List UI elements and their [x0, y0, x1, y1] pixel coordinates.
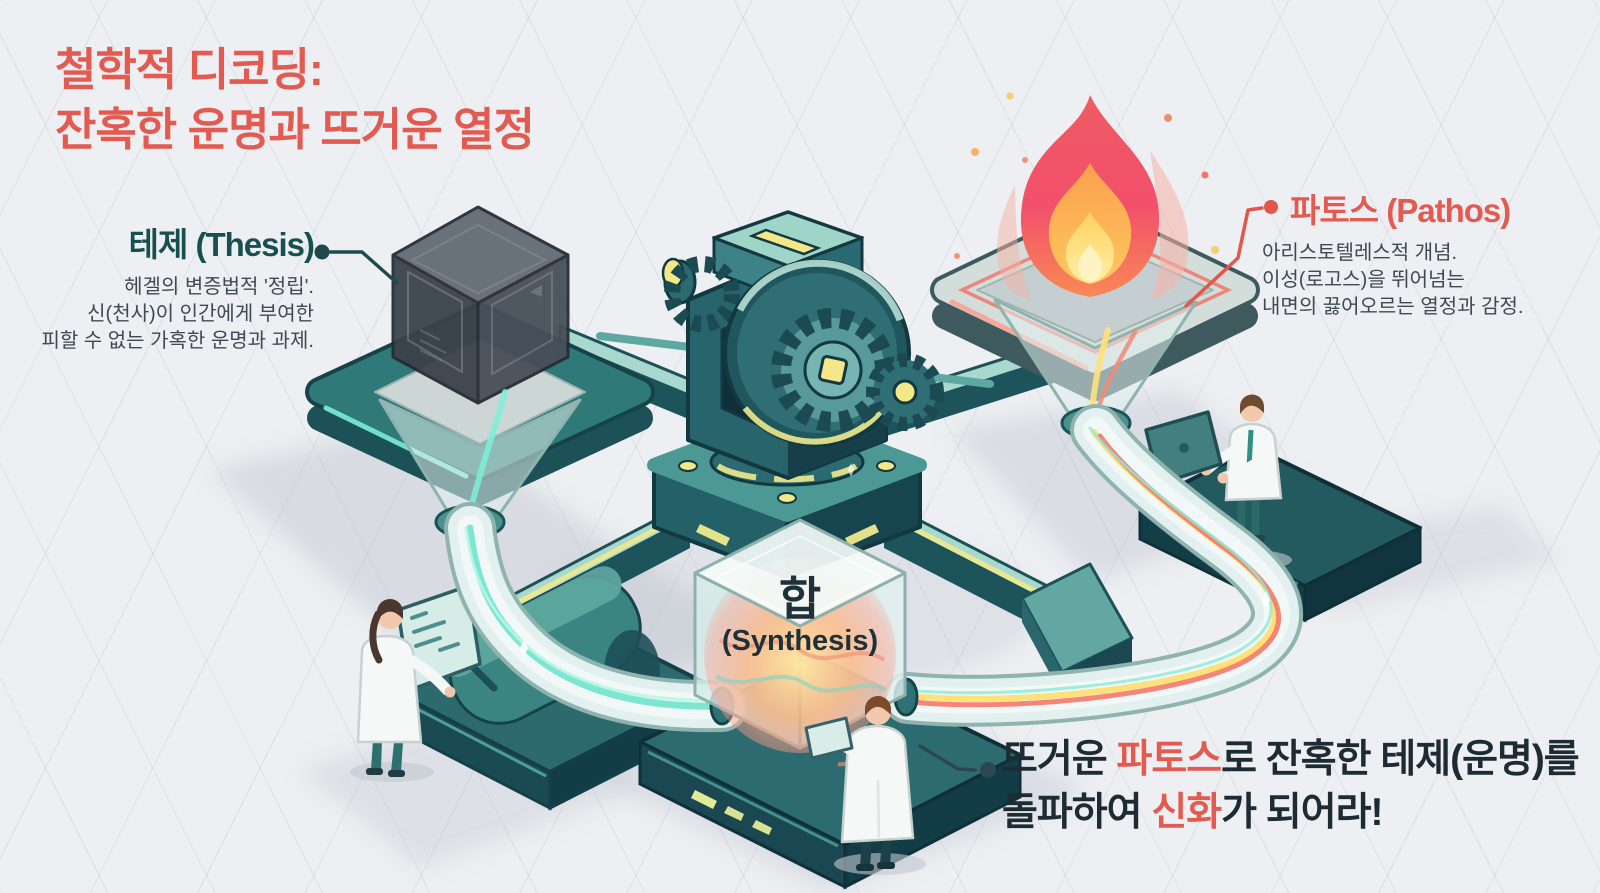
pathos-label: 파토스 (Pathos): [1290, 192, 1511, 229]
sparkles: [520, 463, 1270, 657]
sparks: [954, 92, 1219, 259]
connector-pathos: [1184, 200, 1278, 308]
pathos-description: 아리스토텔레스적 개념. 이성(로고스)을 뛰어넘는 내면의 끓어오르는 열정과…: [1262, 242, 1524, 318]
synthesis-label-en: (Synthesis): [721, 625, 879, 657]
glow-port-left: [696, 524, 730, 546]
thesis-description: 헤겔의 변증법적 '정립'. 신(천사)이 인간에게 부여한 피할 수 없는 가…: [41, 276, 314, 352]
thesis-label: 테제 (Thesis): [128, 226, 315, 263]
pipe-right: [882, 404, 1303, 727]
hair: [864, 695, 891, 716]
glow-port-right: [845, 524, 879, 546]
connector-dot-icon: [980, 762, 996, 778]
synthesis-label-ko: 합: [778, 573, 822, 625]
gear-icon: [661, 256, 944, 447]
lab-coat: [356, 634, 423, 744]
thesis-annotation: 테제 (Thesis) 헤겔의 변증법적 '정립'. 신(천사)이 인간에게 부…: [14, 218, 315, 355]
page-title: 철학적 디코딩: 잔혹한 운명과 뜨거운 열정: [55, 40, 535, 160]
slogan-accent-myth: 신화: [1151, 791, 1222, 834]
thesis-cube-icon: [391, 205, 570, 405]
hair: [1239, 394, 1264, 414]
hair: [377, 599, 403, 620]
connector-thesis: [314, 244, 399, 285]
scientist-left: [350, 599, 456, 782]
scientist-bottom: [804, 695, 926, 875]
connector-dot-icon: [1264, 200, 1278, 214]
connector-slogan: [918, 744, 996, 778]
connector-dot-icon: [314, 244, 330, 260]
slogan: 뜨거운 파토스로 잔혹한 테제(운명)를 돌파하여 신화가 되어라!: [1002, 733, 1580, 839]
central-machine: [647, 210, 944, 579]
pipe-left: [444, 502, 748, 733]
title-line-2: 잔혹한 운명과 뜨거운 열정: [55, 104, 535, 155]
slogan-accent-pathos: 파토스: [1116, 738, 1222, 781]
flame-icon: [954, 92, 1219, 300]
slogan-line-1: 뜨거운 파토스로 잔혹한 테제(운명)를: [1002, 738, 1580, 781]
synthesis-cube: [693, 518, 907, 753]
title-line-1: 철학적 디코딩:: [55, 44, 324, 95]
tablet-icon: [804, 716, 854, 760]
slogan-line-2: 돌파하여 신화가 되어라!: [1002, 791, 1383, 834]
synthesis-label: 합 (Synthesis): [688, 574, 912, 658]
